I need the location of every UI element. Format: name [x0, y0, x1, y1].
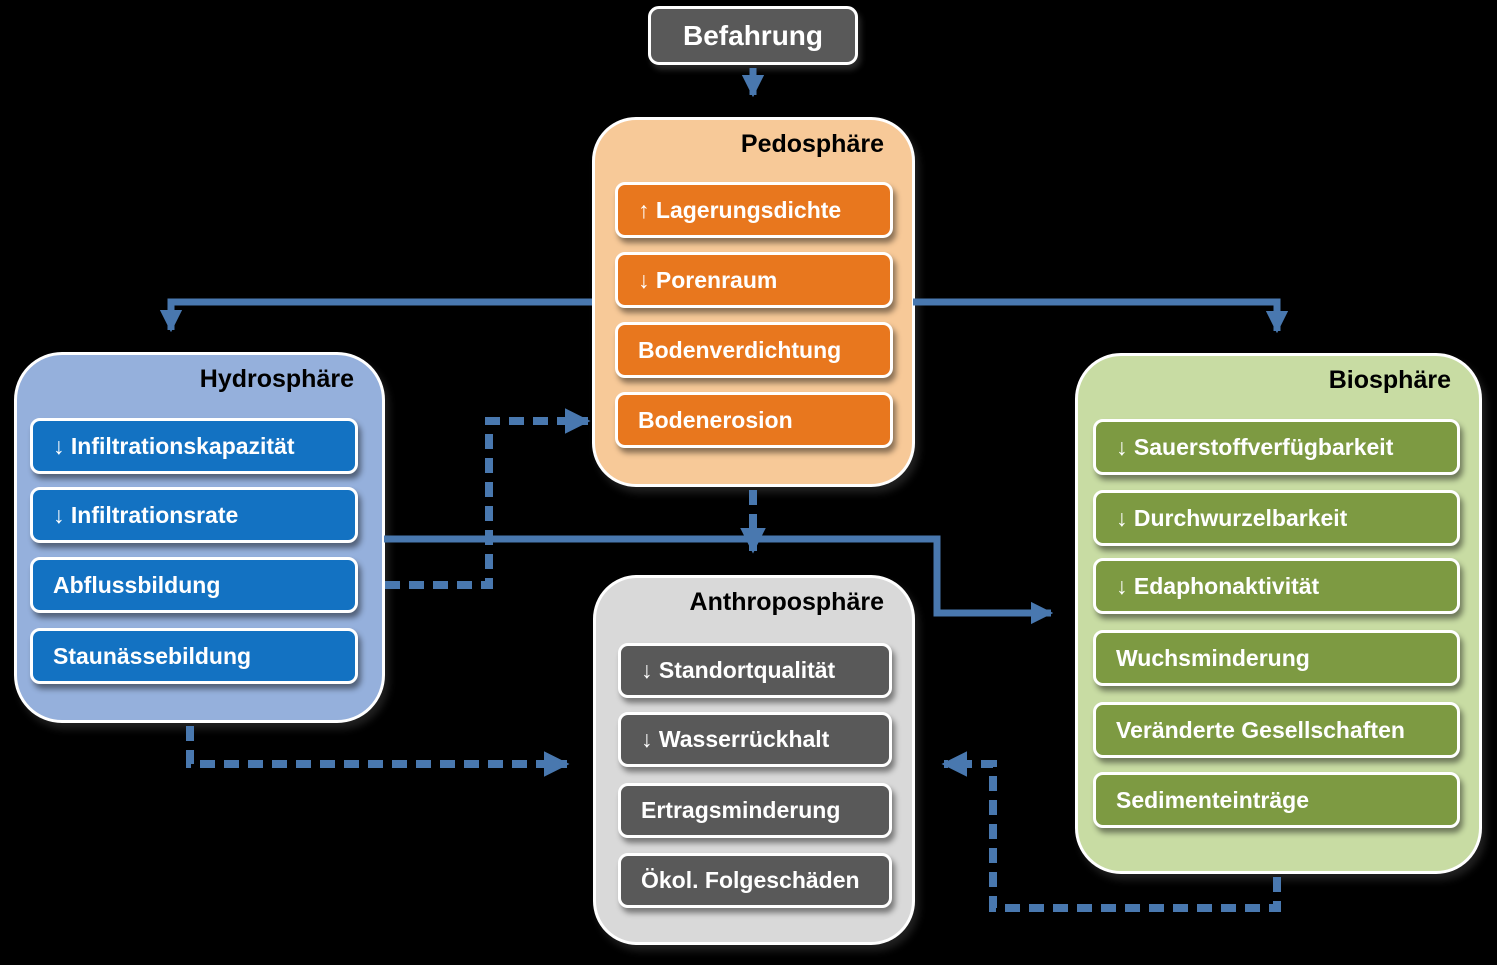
node-label: ↓ Infiltrationsrate — [53, 501, 239, 528]
node-label: Ökol. Folgeschäden — [641, 867, 860, 893]
node-staunaessebildung: Staunässebildung — [30, 628, 358, 684]
node-label: ↑ Lagerungsdichte — [638, 196, 842, 223]
node-befahrung-label: Befahrung — [683, 19, 823, 51]
node-porenraum: ↓ Porenraum — [615, 252, 893, 308]
node-sedimenteintraege: Sedimenteinträge — [1093, 772, 1460, 828]
node-label: Wuchsminderung — [1116, 644, 1310, 671]
node-label: Bodenverdichtung — [638, 336, 842, 363]
node-label: ↓ Durchwurzelbarkeit — [1116, 504, 1348, 531]
node-label: ↓ Sauerstoffverfügbarkeit — [1116, 433, 1394, 460]
edge-hydrosphaere-bodenerosion — [385, 408, 591, 589]
node-befahrung: Befahrung — [648, 6, 858, 65]
node-oekol-folgeschaeden: Ökol. Folgeschäden — [618, 853, 892, 908]
node-sauerstoffverfuegbarkeit: ↓ Sauerstoffverfügbarkeit — [1093, 419, 1460, 475]
group-biosphaere: Biosphäre ↓ Sauerstoffverfügbarkeit ↓ Du… — [1075, 353, 1482, 874]
node-durchwurzelbarkeit: ↓ Durchwurzelbarkeit — [1093, 490, 1460, 546]
group-hydrosphaere: Hydrosphäre ↓ Infiltrationskapazität ↓ I… — [14, 352, 385, 723]
edge-pedosphaere-biosphaere — [913, 298, 1289, 334]
node-label: Ertragsminderung — [641, 797, 841, 823]
node-edaphonaktivitaet: ↓ Edaphonaktivität — [1093, 558, 1460, 614]
node-label: Bodenerosion — [638, 406, 793, 433]
group-anthroposphaere-title: Anthroposphäre — [689, 588, 884, 616]
node-label: Veränderte Gesellschaften — [1116, 716, 1405, 743]
group-biosphaere-title: Biosphäre — [1328, 366, 1451, 394]
node-veraenderte-gesellschaften: Veränderte Gesellschaften — [1093, 702, 1460, 758]
node-wuchsminderung: Wuchsminderung — [1093, 630, 1460, 686]
node-infiltrationsrate: ↓ Infiltrationsrate — [30, 487, 358, 543]
node-label: ↓ Wasserrückhalt — [641, 726, 830, 752]
node-bodenerosion: Bodenerosion — [615, 392, 893, 448]
node-label: ↓ Infiltrationskapazität — [53, 432, 295, 459]
node-label: Abflussbildung — [53, 571, 221, 598]
node-standortqualitaet: ↓ Standortqualität — [618, 643, 892, 698]
node-label: Sedimenteinträge — [1116, 786, 1309, 813]
node-infiltrationskapazitaet: ↓ Infiltrationskapazität — [30, 418, 358, 474]
group-hydrosphaere-title: Hydrosphäre — [199, 365, 354, 393]
node-lagerungsdichte: ↑ Lagerungsdichte — [615, 182, 893, 238]
node-label: ↓ Edaphonaktivität — [1116, 572, 1320, 599]
node-label: Staunässebildung — [53, 642, 252, 669]
node-abflussbildung: Abflussbildung — [30, 557, 358, 613]
group-pedosphaere: Pedosphäre ↑ Lagerungsdichte ↓ Porenraum… — [592, 117, 915, 487]
node-bodenverdichtung: Bodenverdichtung — [615, 322, 893, 378]
group-pedosphaere-title: Pedosphäre — [740, 130, 884, 158]
node-ertragsminderung: Ertragsminderung — [618, 783, 892, 838]
node-label: ↓ Porenraum — [638, 266, 778, 293]
group-anthroposphaere: Anthroposphäre ↓ Standortqualität ↓ Wass… — [593, 575, 915, 945]
node-wasserrueckhalt: ↓ Wasserrückhalt — [618, 712, 892, 767]
edge-hydrosphaere-anthroposphaere — [186, 726, 570, 777]
node-label: ↓ Standortqualität — [641, 657, 836, 683]
edge-pedosphaere-hydrosphaere — [159, 298, 592, 333]
